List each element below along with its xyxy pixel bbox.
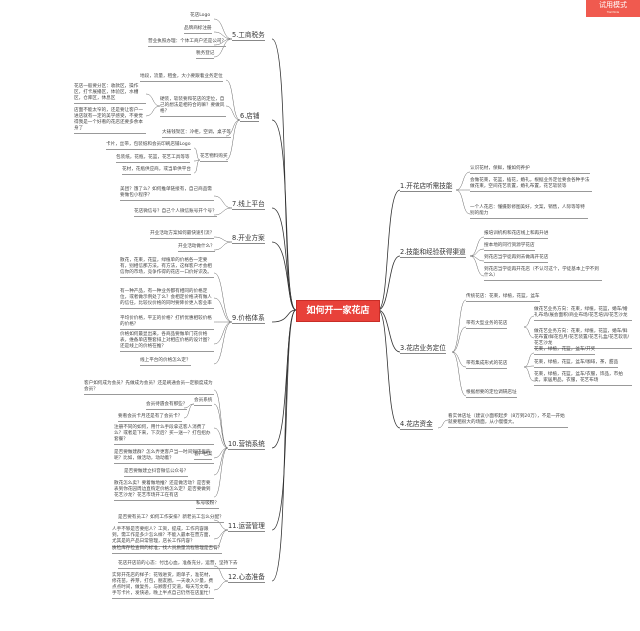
leaf-10-8[interactable]: 是否要做建立抖音微信公众号？ — [124, 469, 189, 477]
leaf-8-2[interactable]: 开业活动做什么？ — [178, 244, 215, 252]
leaf-1-3[interactable]: 一个人花店：懂摄影修图美好，文案，销售，人际等等特别的能力 — [470, 205, 588, 219]
leaf-6-3[interactable]: 店面不能太窄的，还是要让客户一进店就有一定的美学感受，不要觉得我是一个好看的花店… — [74, 108, 146, 134]
leaf-9-5[interactable]: 线上平台的价格怎么定？ — [140, 358, 191, 366]
branch-funding[interactable]: 4.花店资金 — [400, 420, 433, 430]
leaf-11-3[interactable]: 质检库存检查目的标准，找人员质量流程管理是否有？ — [112, 546, 223, 554]
leaf-5-1[interactable]: 花店Logo — [190, 13, 211, 21]
leaf-11-1[interactable]: 是否要有员工？如何工作安排？新老员工怎么分配？ — [118, 515, 224, 523]
branch-online-platform[interactable]: 7.线上平台 — [232, 200, 265, 210]
root-topic[interactable]: 如何开一家花店 — [296, 300, 380, 322]
branch-operations[interactable]: 11.运营管理 — [228, 522, 265, 532]
branch-positioning[interactable]: 3.花店业务定位 — [400, 344, 446, 354]
leaf-12-2[interactable]: 实际开花店的样子：花钱进货，跑单子，准花材，修花苗，养芽，打包，朋友圈，一天收入… — [112, 573, 214, 599]
leaf-6-1[interactable]: 地段，流量，租金，大小要跟着业务定位 — [140, 74, 223, 82]
branch-business-tax[interactable]: 5.工商税务 — [232, 31, 265, 41]
leaf-10-10[interactable]: 私号吸粉？ — [196, 501, 219, 509]
leaf-3-3[interactable]: 做花艺业务方向：花束，绿植，花篮，婚车/婚礼布场/展会面积/商业布场/花艺培训/… — [534, 307, 632, 321]
branch-mindset[interactable]: 12.心态准备 — [228, 573, 265, 583]
trial-mode-badge[interactable]: 试用模式 Trial Mode — [586, 0, 640, 17]
leaf-2-2[interactable]: 搜本地的同行资源学花店 — [484, 243, 535, 251]
leaf-4-1[interactable]: 看实体店址（建议小面积起步（8万到20万），不是一开始就要租很大的场面，从小慢慢… — [448, 414, 568, 428]
leaf-2-4[interactable]: 到花店当学徒再开花店（不认可这个，学徒基本上学不到什么） — [484, 267, 602, 281]
leaf-3-6[interactable]: 花束，绿植，花篮，盆车/开奖 — [534, 347, 596, 355]
branch-marketing[interactable]: 10.营销系统 — [228, 440, 265, 450]
leaf-5-3[interactable]: 营业执照办理：个体工商户还是公司？ — [148, 39, 227, 47]
leaf-9-1[interactable]: 散花，花束，花篮，绿植单的价格各一定要有，别相信那方法。有方法，这样客户才会相信… — [120, 258, 214, 278]
leaf-12-1[interactable]: 花店开店前的心态：付出心血，准备充分，运营，坚持下去 — [118, 561, 238, 569]
leaf-3-1[interactable]: 传统花店：花束，绿植，花篮，盆车 — [466, 294, 540, 302]
leaf-3-4[interactable]: 做花艺业务方向：花束，绿植，花篮，婚车/鲜花布置/鲜花包月/花艺装置/花艺礼盒/… — [534, 329, 632, 349]
leaf-9-3[interactable]: 平均价价格，平正的价格？打折优惠相较价格的价格？ — [120, 316, 214, 330]
leaf-3-7[interactable]: 花束，绿植，花篮，盆车/咖啡，茶，甜品 — [534, 360, 619, 368]
leaf-8-1[interactable]: 开业活动方案如何最快速引流？ — [150, 231, 215, 239]
leaf-3-2[interactable]: 带有大型业务的花店 — [466, 321, 508, 329]
leaf-3-8[interactable]: 花束，绿植，花篮，盆车/衣服，饰品，市拍卖，家居用品，衣服，花艺布场 — [534, 372, 632, 386]
leaf-6-8[interactable]: 花材，花瓶供应商，或当单供平台 — [122, 167, 191, 175]
leaf-10-7[interactable]: 是否要做建群？怎么弄更客户当一时间到店里的呢？比如，做活动，动动着？ — [114, 450, 214, 464]
branch-opening-plan[interactable]: 8.开业方案 — [232, 234, 265, 244]
leaf-6-2[interactable]: 花店一般要分区：收款区，操作区，打卡展播区，体验区，水槽区，仓库区，休息区 — [74, 84, 146, 104]
trial-mode-label: 试用模式 — [599, 1, 627, 9]
leaf-6-5[interactable]: 大裱钱架区：冷柜，空调，桌子等 — [162, 130, 231, 138]
branch-store[interactable]: 6.店铺 — [240, 112, 260, 122]
leaf-10-3[interactable]: 会员待遇会有那些？ — [146, 402, 188, 410]
leaf-1-1[interactable]: 认识花材，保鲜，懂如何养护 — [470, 166, 590, 174]
leaf-2-3[interactable]: 到花店当学徒再到去做再开花店 — [484, 255, 549, 263]
branch-skills[interactable]: 1.开花店听需技能 — [400, 182, 453, 192]
leaf-9-2[interactable]: 有一种产品，有一种业务都有相同的价格定位，或者做示例处了么？会相定价格决有做人的… — [120, 289, 214, 309]
leaf-3-9[interactable]: 根据想要的定位调研店址 — [466, 390, 517, 398]
leaf-5-2[interactable]: 品牌商标注册 — [184, 26, 212, 34]
leaf-6-9[interactable]: 花艺物料购买 — [200, 154, 228, 162]
leaf-11-2[interactable]: 人手不够是否要招人？工资，提成，工作内容跟到，需工作是多少怎么样？不能入最本在营… — [112, 527, 214, 547]
leaf-10-1[interactable]: 客户如何成为会员？先做成为会员？还是刷通会员一定额度成为会员？ — [84, 381, 214, 395]
leaf-6-7[interactable]: 包装纸，花瓶，花篮，花艺工具等等 — [116, 155, 190, 163]
trial-mode-sublabel: Trial Mode — [606, 11, 620, 14]
leaf-10-4[interactable]: 要看会员卡月还是有了会员卡？ — [118, 414, 183, 422]
leaf-2-1[interactable]: 报培训机构和花店线上和再升进 — [484, 231, 549, 239]
leaf-1-2[interactable]: 会做花束，花篮，插花，婚礼，根据业务定位要会各种手法做花束，空间花艺装置，婚礼布… — [470, 178, 592, 192]
leaf-6-6[interactable]: 卡片，丝带，包装纸和会员印刷店铺Logo — [106, 142, 191, 150]
leaf-10-6[interactable]: 客户档案 — [194, 452, 213, 460]
branch-channels[interactable]: 2.技能和经验获得渠道 — [400, 248, 466, 258]
leaf-10-9[interactable]: 散花怎么卖？要着做地推？还是做活动？是否要表到你花园周边直购定价格怎么定？是否要… — [114, 481, 214, 501]
branch-pricing[interactable]: 9.价格体系 — [232, 314, 265, 324]
leaf-10-5[interactable]: 注册不同的如何，用什么手段拿这客人消费了么？或者是下来，下次后？买一送一？打包招… — [114, 425, 214, 445]
leaf-10-2[interactable]: 会员系统 — [194, 398, 213, 406]
leaf-7-1[interactable]: 美团？饿了么？如何推单链接有，自己商品需要做包小程序？ — [120, 187, 214, 201]
leaf-9-4[interactable]: 价格如何最显出来，各商品要做单门花价格表，维备单店整套排上对相应价格的设计图？还… — [120, 332, 214, 352]
leaf-5-4[interactable]: 税务登记 — [196, 51, 215, 59]
leaf-3-5[interactable]: 带有集成形式的花店 — [466, 361, 508, 369]
leaf-6-4[interactable]: 硬装，软装要和花店的定位，自己的想法是相符合的嘛？要做风格？ — [160, 97, 226, 117]
leaf-7-2[interactable]: 花店微信号？自己个人微信账号开个号？ — [134, 209, 217, 217]
